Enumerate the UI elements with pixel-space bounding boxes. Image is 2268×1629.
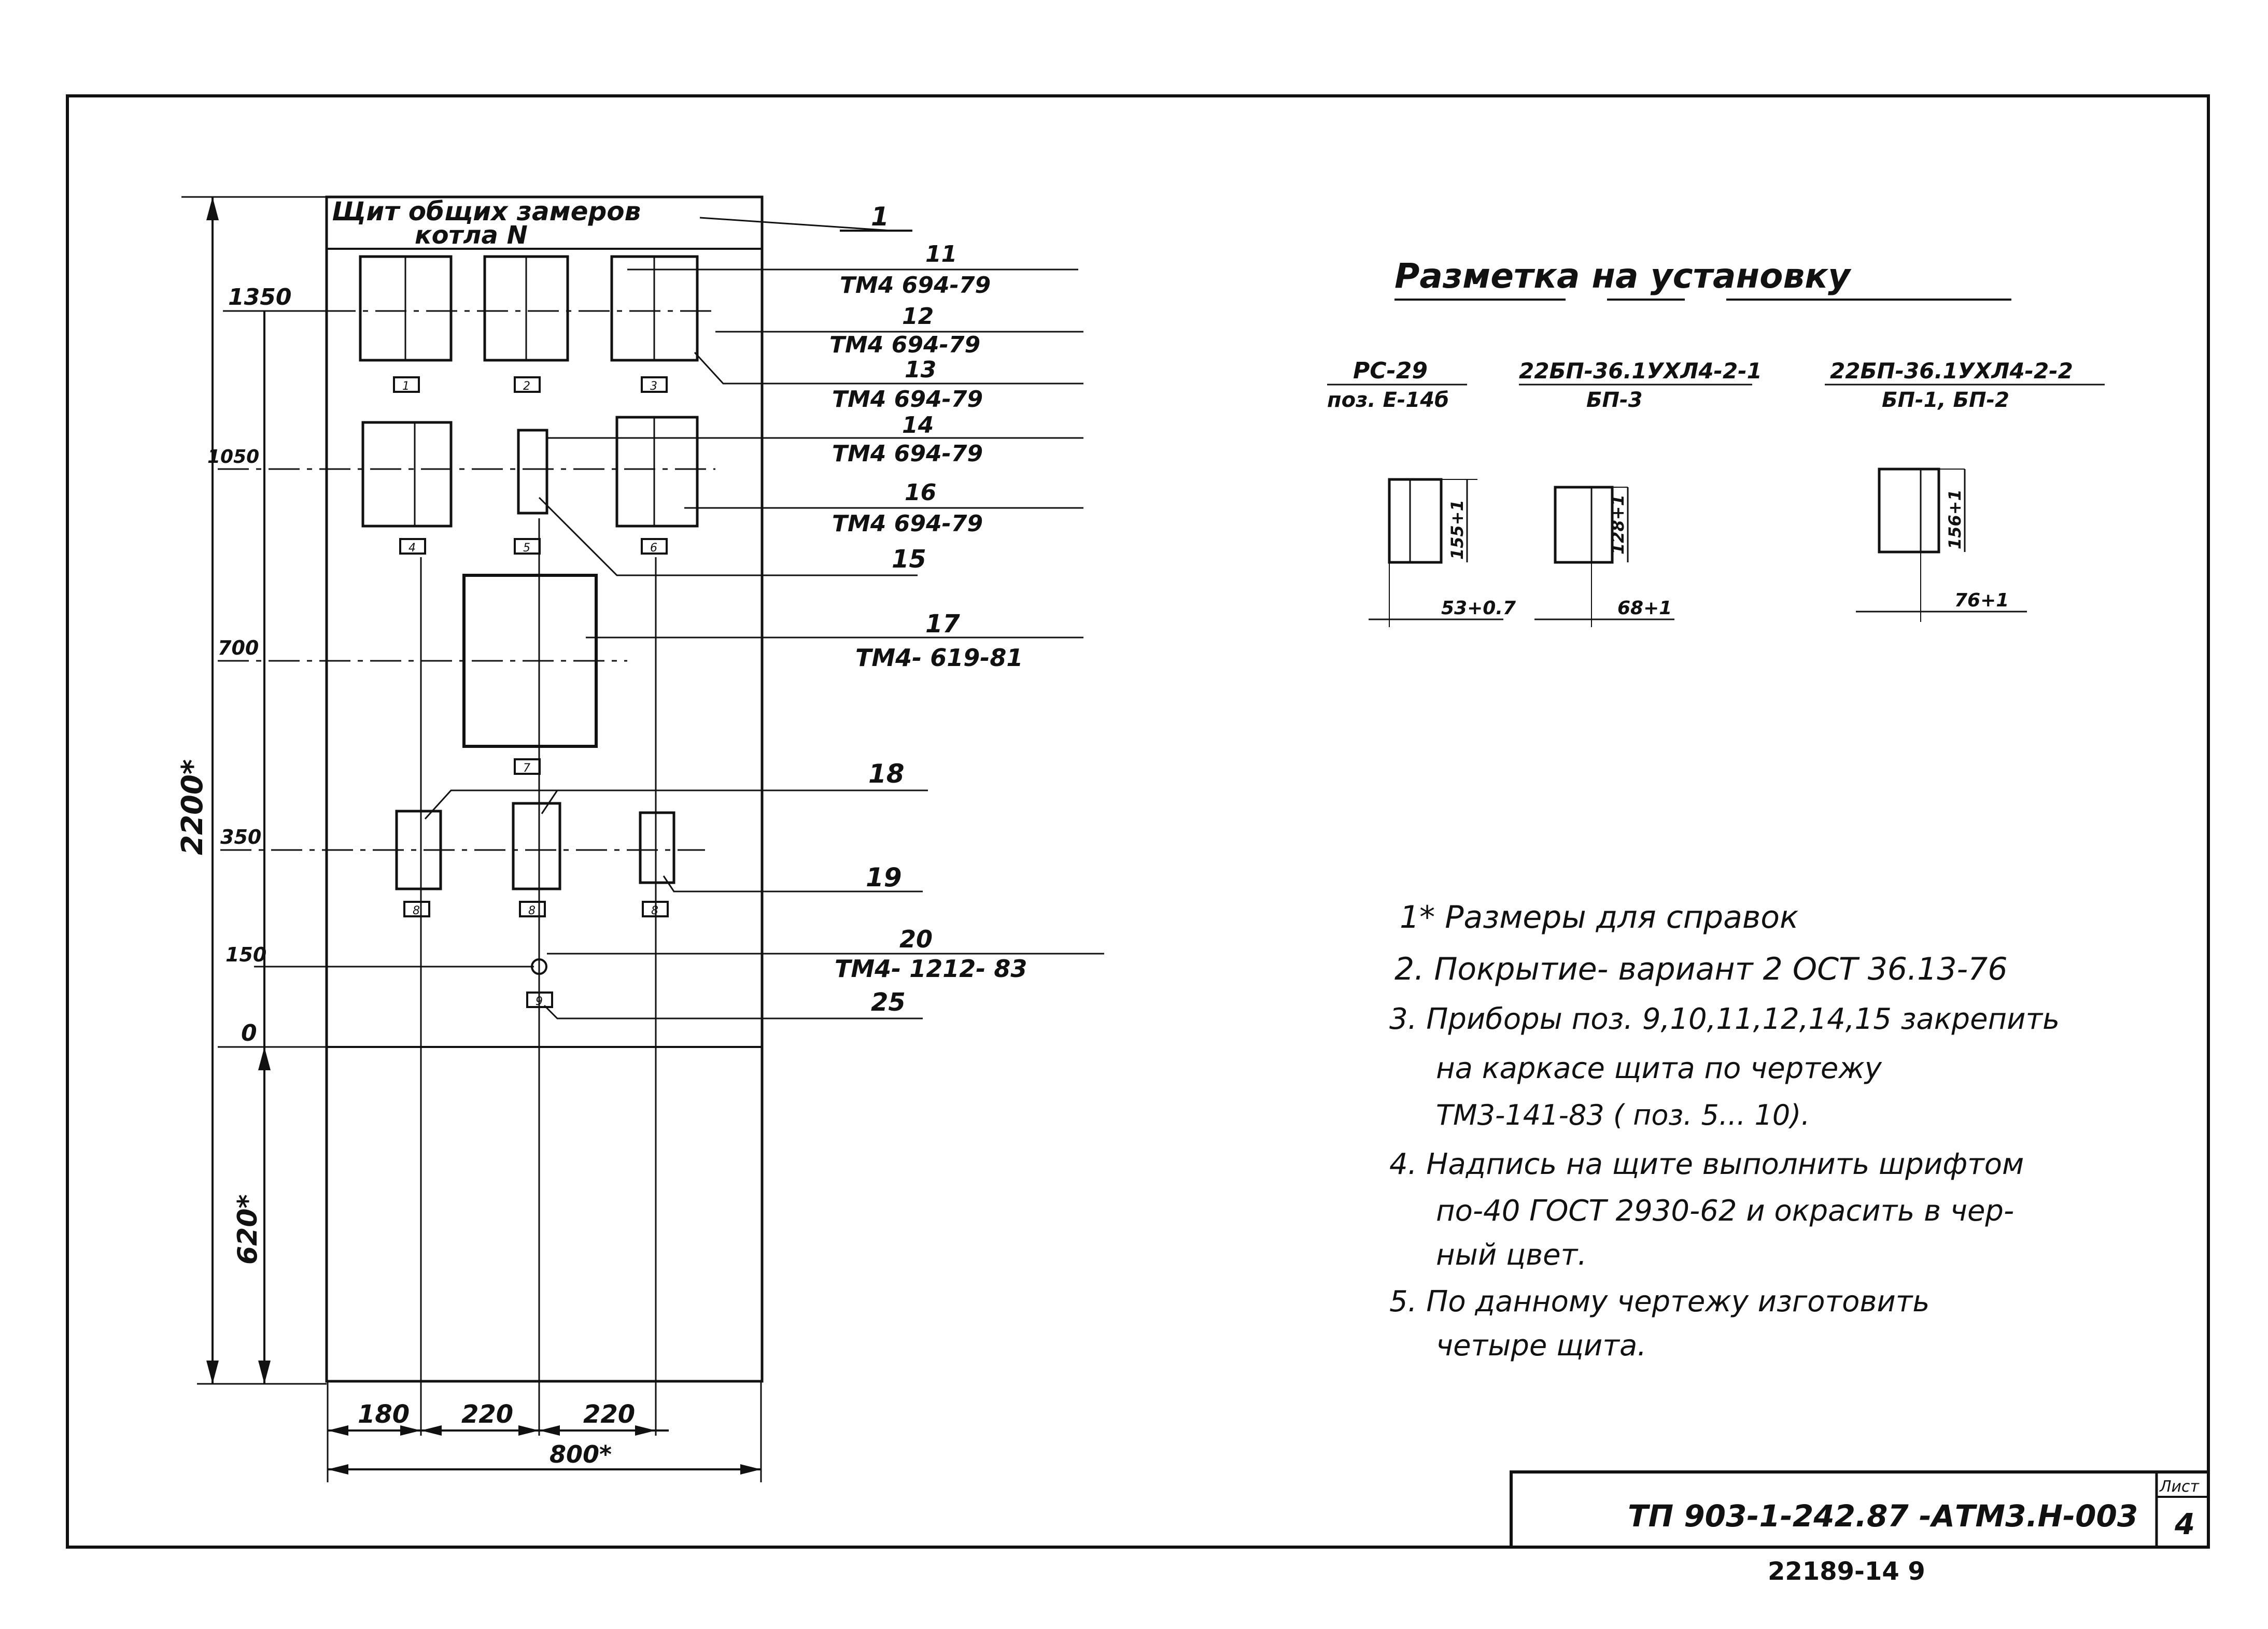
dim-width-220a: 220 (461, 1400, 513, 1429)
note-1: 1* Размеры для справок (1400, 899, 1798, 936)
callout-11-ref: ТМ4 694-79 (840, 272, 991, 299)
callout-14: 14 (902, 412, 934, 438)
plate-7: 7 (523, 762, 530, 775)
callout-19: 19 (866, 862, 902, 893)
cutout-2-height: 128+1 (1608, 494, 1628, 555)
callout-17: 17 (925, 610, 960, 639)
elev-1350: 1350 (228, 284, 291, 310)
markup-section: Разметка на установку РС-29 поз. Е-14б 2… (1327, 256, 2105, 627)
cutout-1 (1388, 478, 1443, 564)
cutout-3-height: 156+1 (1945, 489, 1965, 549)
callouts: 1 11 ТМ4 694-79 12 ТМ4 694-79 13 ТМ4 694… (424, 202, 1104, 1019)
callout-13: 13 (905, 357, 936, 383)
plate-3: 3 (650, 380, 657, 393)
sheet-number: 4 (2174, 1508, 2195, 1541)
notes: 1* Размеры для справок 2. Покрытие- вари… (1389, 899, 2060, 1363)
markup-col1-top: РС-29 (1353, 358, 1428, 384)
callout-13-ref: ТМ4 694-79 (832, 386, 983, 413)
markup-col3-bottom: БП-1, БП-2 (1882, 388, 2009, 412)
markup-col2-bottom: БП-3 (1586, 388, 1642, 412)
plate-8c: 8 (651, 904, 658, 917)
plate-8b: 8 (528, 904, 536, 917)
plate-5: 5 (523, 542, 530, 555)
markup-title: Разметка на установку (1394, 256, 1852, 296)
callout-11: 11 (925, 241, 957, 267)
note-4-cont1: по-40 ГОСТ 2930-62 и окрасить в чер- (1436, 1194, 2014, 1228)
panel-title-line2: котла N (415, 221, 528, 250)
sheet-label: Лист (2159, 1478, 2200, 1496)
dim-width-180: 180 (358, 1400, 410, 1429)
instrument-16 (615, 416, 699, 528)
note-4: 4. Надпись на щите выполнить шрифтом (1389, 1148, 2024, 1181)
instrument-15 (517, 429, 548, 515)
callout-15: 15 (892, 545, 926, 574)
plate-8a: 8 (413, 904, 420, 917)
cutout-3-width: 76+1 (1954, 590, 2009, 611)
dim-total-width: 800* (550, 1440, 612, 1468)
markup-col2-top: 22БП-36.1УХЛ4-2-1 (1519, 358, 1762, 384)
cutout-1-height: 155+1 (1447, 500, 1467, 560)
doc-code: ТП 903-1-242.87 -АТМ3.Н-003 (1628, 1498, 2138, 1534)
note-5: 5. По данному чертежу изготовить (1389, 1285, 1929, 1319)
note-5-cont: четыре щита. (1436, 1329, 1646, 1363)
note-3-cont2: ТМ3-141-83 ( поз. 5... 10). (1436, 1099, 1810, 1131)
elevation-dimensions: 2200* 620* 1350 1050 700 350 150 0 (176, 196, 327, 1385)
callout-20-ref: ТМ4- 1212- 83 (835, 955, 1027, 983)
note-3: 3. Приборы поз. 9,10,11,12,14,15 закрепи… (1389, 1002, 2060, 1036)
elev-700: 700 (218, 636, 259, 659)
callout-25: 25 (871, 988, 906, 1017)
callout-18: 18 (868, 759, 905, 789)
instrument-14 (361, 421, 453, 528)
plate-6: 6 (650, 542, 657, 555)
markup-col3-top: 22БП-36.1УХЛ4-2-2 (1830, 358, 2073, 384)
panel-outline (325, 195, 764, 1383)
dim-base-height: 620* (232, 1194, 263, 1265)
cutout-1-width: 53+0.7 (1441, 598, 1516, 619)
plate-2: 2 (523, 380, 530, 393)
callout-16: 16 (905, 479, 936, 506)
dim-total-height: 2200* (176, 759, 209, 855)
callout-12-ref: ТМ4 694-79 (829, 332, 980, 358)
elev-350: 350 (220, 826, 261, 848)
panel-front-view: Щит общих замеров котла N 1 2 3 4 5 6 (218, 195, 764, 1436)
callout-17-ref: ТМ4- 619-81 (855, 644, 1023, 672)
plate-4: 4 (408, 542, 416, 555)
sheet-frame (66, 94, 2210, 1549)
elev-1050: 1050 (207, 446, 259, 468)
instrument-18b (512, 802, 561, 890)
cutout-2 (1554, 486, 1614, 564)
note-3-cont1: на каркасе щита по чертежу (1436, 1052, 1882, 1085)
callout-20: 20 (899, 925, 933, 953)
elev-0: 0 (241, 1020, 257, 1046)
note-2: 2. Покрытие- вариант 2 ОСТ 36.13-76 (1394, 951, 2008, 987)
callout-1: 1 (871, 202, 889, 232)
callout-12: 12 (902, 303, 934, 330)
cutout-2-width: 68+1 (1617, 598, 1672, 619)
instrument-19 (639, 811, 675, 884)
panel-title-line1: Щит общих замеров (332, 196, 641, 226)
markup-col1-bottom: поз. Е-14б (1327, 388, 1449, 412)
plate-1: 1 (402, 380, 410, 393)
width-dimensions: 180 220 220 800* (327, 1381, 762, 1482)
note-4-cont2: ный цвет. (1436, 1238, 1587, 1272)
elev-150: 150 (226, 943, 266, 966)
callout-16-ref: ТМ4 694-79 (832, 511, 983, 537)
cutout-3 (1878, 468, 1940, 554)
title-block: ТП 903-1-242.87 -АТМ3.Н-003 Лист 4 22189… (1510, 1470, 2210, 1586)
callout-14-ref: ТМ4 694-79 (832, 441, 983, 467)
inventory-number: 22189-14 9 (1768, 1557, 1925, 1586)
dim-width-220b: 220 (583, 1400, 635, 1429)
